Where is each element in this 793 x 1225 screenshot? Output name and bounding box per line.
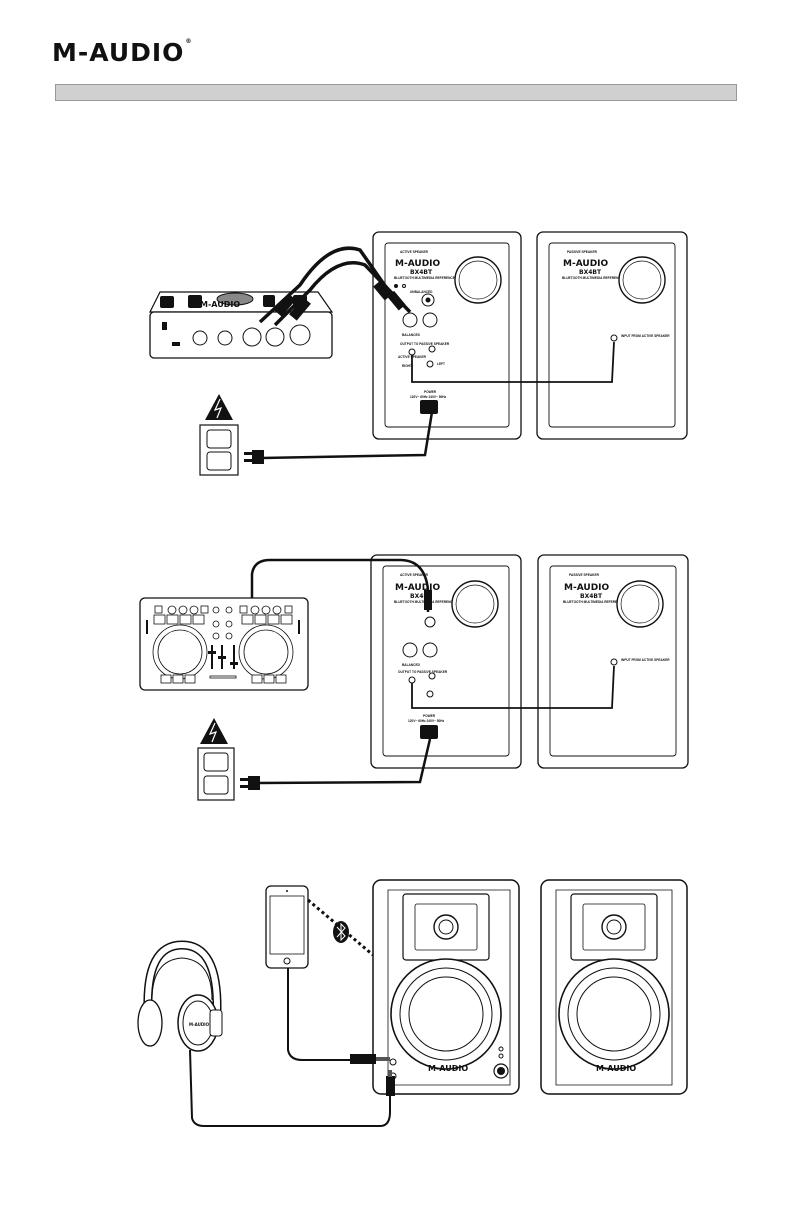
passive-speaker-rear-2: PASSIVE SPEAKER M-AUDIO BX4BT BLUETOOTH …	[537, 554, 689, 769]
speaker-brand: M-AUDIO	[395, 259, 441, 269]
power-label: POWER	[423, 714, 436, 718]
unbalanced-label: UNBALANCED	[410, 290, 433, 294]
active-speaker-label: ACTIVE SPEAKER	[400, 250, 429, 254]
speaker-brand: M-AUDIO	[428, 1064, 468, 1073]
speaker-model: BX4BT	[579, 269, 602, 276]
speaker-model: BX4BT	[410, 269, 433, 276]
speaker-subtitle: BLUETOOTH MULTIMEDIA REFERENCE MONITOR	[562, 276, 639, 280]
right-label: RIGHT	[402, 364, 412, 368]
diagram-dj-controller: ACTIVE SPEAKER M-AUDIO BX4BT BLUETOOTH M…	[139, 554, 689, 801]
input-from-active-label: INPUT FROM ACTIVE SPEAKER	[621, 334, 670, 338]
power-rating: 120V~ 60Hz 240V~ 50Hz	[410, 395, 447, 399]
passive-speaker-front: M-AUDIO	[540, 879, 688, 1095]
diagram-audio-interface: ACTIVE SPEAKER M-AUDIO BX4BT BLUETOOTH M…	[149, 231, 688, 476]
smartphone	[265, 885, 309, 969]
speaker-brand: M-AUDIO	[395, 583, 441, 593]
balanced-label: BALANCED	[402, 663, 421, 667]
passive-speaker-label: PASSIVE SPEAKER	[569, 573, 600, 577]
input-from-active-label: INPUT FROM ACTIVE SPEAKER	[621, 658, 670, 662]
active-speaker-rear-2: ACTIVE SPEAKER M-AUDIO BX4BT BLUETOOTH M…	[370, 554, 522, 769]
power-outlet-2	[197, 718, 235, 801]
balanced-label: BALANCED	[402, 333, 421, 337]
dj-controller	[139, 597, 309, 691]
passive-speaker-label: PASSIVE SPEAKER	[567, 250, 598, 254]
headphones: M-AUDIO	[137, 940, 223, 1052]
speaker-subtitle: BLUETOOTH MULTIMEDIA REFERENCE MONITOR	[563, 600, 640, 604]
speaker-subtitle: BLUETOOTH MULTIMEDIA REFERENCE MONITOR	[394, 600, 471, 604]
left-label: LEFT	[437, 362, 445, 366]
diagram-bluetooth-headphones: M-AUDIO M-AUDIO	[137, 879, 688, 1127]
speaker-brand: M-AUDIO	[596, 1064, 636, 1073]
speaker-brand: M-AUDIO	[563, 259, 609, 269]
active-speaker-front: M-AUDIO	[372, 879, 520, 1095]
headphone-logo: M-AUDIO	[189, 1022, 210, 1027]
speaker-brand: M-AUDIO	[564, 583, 610, 593]
section-banner	[55, 84, 737, 101]
output-to-passive-label: OUTPUT TO PASSIVE SPEAKER	[398, 670, 448, 674]
speaker-model: BX4BT	[580, 593, 603, 600]
active-speaker-rear-1: ACTIVE SPEAKER M-AUDIO BX4BT BLUETOOTH M…	[372, 231, 522, 440]
speaker-subtitle: BLUETOOTH MULTIMEDIA REFERENCE MONITOR	[394, 276, 471, 280]
power-rating: 120V~ 60Hz 240V~ 50Hz	[408, 719, 445, 723]
active-speaker-label: ACTIVE SPEAKER	[400, 573, 429, 577]
passive-speaker-rear-1: PASSIVE SPEAKER M-AUDIO BX4BT BLUETOOTH …	[536, 231, 688, 440]
power-outlet-1	[199, 394, 239, 476]
interface-logo: M-AUDIO	[200, 300, 240, 309]
output-to-passive-label: OUTPUT TO PASSIVE SPEAKER	[400, 342, 450, 346]
power-label: POWER	[424, 390, 437, 394]
brand-logo: M-AUDIO®	[52, 38, 193, 67]
speaker-model: BX4BT	[410, 593, 433, 600]
